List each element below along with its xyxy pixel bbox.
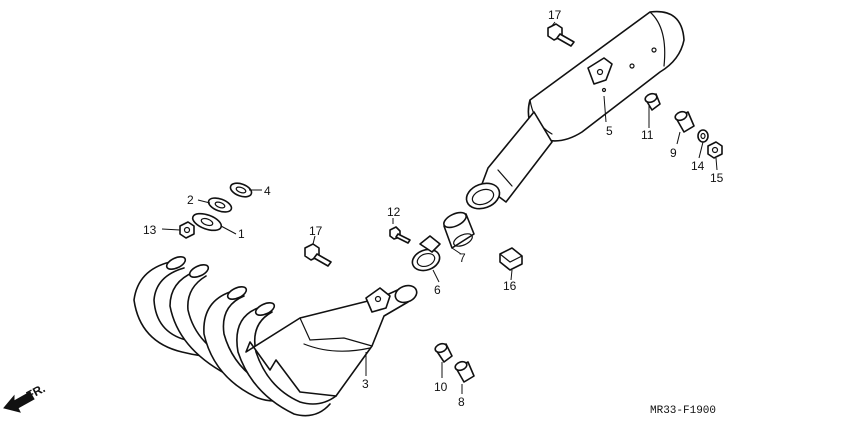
label-part-10: 10 xyxy=(434,380,448,394)
part-labels: 17 5 11 9 14 15 16 7 6 12 17 4 2 1 13 3 … xyxy=(143,8,724,409)
label-part-13: 13 xyxy=(143,223,157,237)
clamp-and-joint xyxy=(411,211,475,272)
exhaust-header xyxy=(133,256,418,417)
label-part-1: 1 xyxy=(238,227,245,241)
muffler xyxy=(465,10,685,210)
label-part-2: 2 xyxy=(187,193,194,207)
front-arrow-icon xyxy=(3,391,35,413)
label-part-6: 6 xyxy=(434,283,441,297)
label-part-17-header-bolt: 17 xyxy=(309,224,323,238)
label-part-4: 4 xyxy=(264,184,271,198)
label-part-16: 16 xyxy=(503,279,517,293)
front-direction-indicator: FR. xyxy=(3,381,47,413)
label-part-12: 12 xyxy=(387,205,401,219)
label-part-11: 11 xyxy=(641,128,654,142)
label-part-7: 7 xyxy=(459,251,466,265)
label-part-17-muffler-bolt: 17 xyxy=(548,8,562,22)
label-part-9: 9 xyxy=(670,146,677,160)
flange-parts xyxy=(179,182,253,239)
label-part-15: 15 xyxy=(710,171,724,185)
label-part-3: 3 xyxy=(362,377,369,391)
label-part-14: 14 xyxy=(691,159,705,173)
diagram-code: MR33-F1900 xyxy=(650,405,716,417)
hardware xyxy=(434,92,723,383)
label-part-5: 5 xyxy=(606,124,613,138)
label-part-8: 8 xyxy=(458,395,465,409)
leader-lines xyxy=(161,21,718,394)
